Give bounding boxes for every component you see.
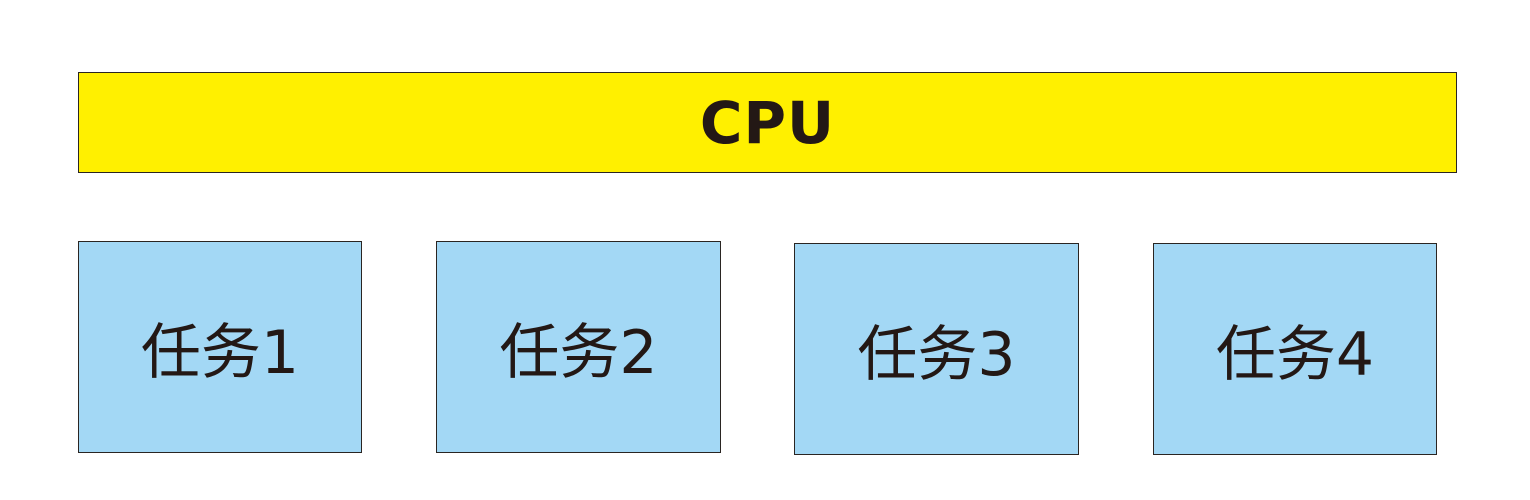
task-label-4: 任务4 <box>1215 319 1375 390</box>
task-box-4: 任务4 <box>1153 243 1437 455</box>
task-label-2: 任务2 <box>499 317 658 388</box>
task-label-1: 任务1 <box>140 317 300 388</box>
task-label-3: 任务3 <box>857 319 1016 390</box>
task-box-3: 任务3 <box>794 243 1079 455</box>
task-box-1: 任务1 <box>78 241 362 453</box>
cpu-label: CPU <box>699 88 836 157</box>
cpu-bar: CPU <box>78 72 1457 173</box>
task-box-2: 任务2 <box>436 241 721 453</box>
